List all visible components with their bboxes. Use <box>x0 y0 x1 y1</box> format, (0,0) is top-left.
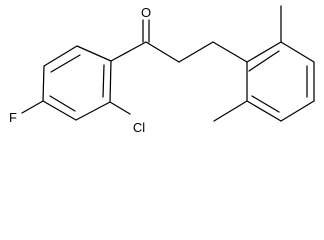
left-benzene-ring <box>42 45 112 121</box>
bond <box>75 101 111 121</box>
molecule-structure: O F Cl <box>9 5 315 135</box>
bond-inner <box>50 54 81 73</box>
bond-to-chlorine <box>109 101 131 115</box>
bond <box>43 45 78 67</box>
right-benzene-ring <box>246 41 315 122</box>
bond <box>42 100 77 121</box>
bond <box>246 100 282 122</box>
bond <box>76 45 112 62</box>
chain-bond <box>212 41 248 63</box>
chain-bond <box>178 41 214 63</box>
methyl-bond-bottom <box>213 100 248 122</box>
chain-bond <box>145 41 180 63</box>
bond-to-fluorine <box>21 100 44 114</box>
bond-inner <box>49 95 76 112</box>
oxygen-label: O <box>141 5 151 20</box>
bond-inner <box>248 50 280 72</box>
fluorine-label: F <box>9 110 17 125</box>
bond <box>246 41 282 63</box>
bond <box>42 65 45 102</box>
bond <box>280 41 315 63</box>
chlorine-label: Cl <box>133 120 145 135</box>
bond-inner <box>251 95 280 113</box>
bond-ring-to-carbonyl <box>110 41 147 62</box>
bond <box>109 60 112 103</box>
bond <box>280 100 315 122</box>
bond-inner <box>102 64 105 98</box>
